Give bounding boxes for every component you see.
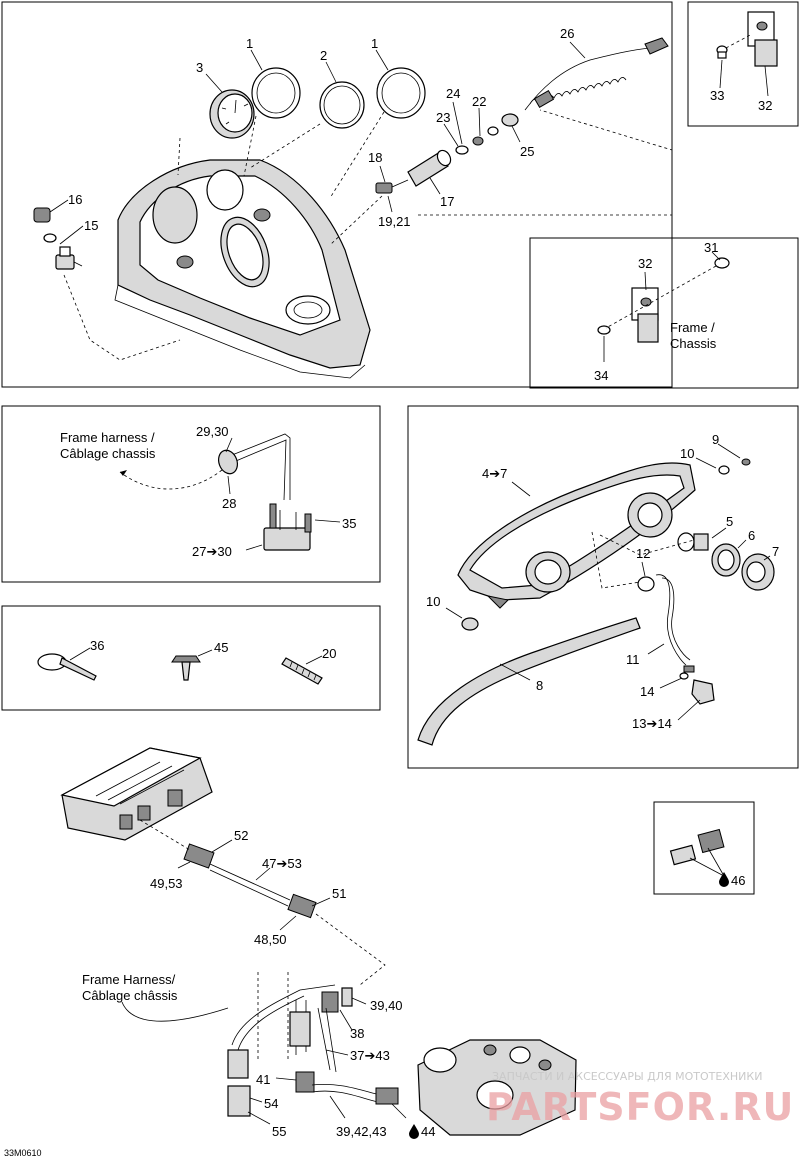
console-housing-part [114, 159, 371, 379]
callout-54: 54 [264, 1096, 278, 1111]
callout-49-53: 49,53 [150, 876, 183, 891]
drop-icon [719, 872, 729, 887]
leader-lines-lower [121, 997, 407, 1125]
panel-frame-harness [1, 405, 381, 583]
callout-10: 10 [680, 446, 694, 461]
leader-lines [49, 41, 673, 361]
callout-20: 20 [322, 646, 336, 661]
callout-48-50: 48,50 [254, 932, 287, 947]
callout-39-40: 39,40 [370, 998, 403, 1013]
frame-harness-label: Câblage chassis [60, 446, 156, 461]
callout-10: 10 [426, 594, 440, 609]
cable-tie-part [37, 647, 97, 681]
spring-pin-part [281, 655, 323, 685]
callout-5: 5 [726, 514, 733, 529]
callout-22: 22 [472, 94, 486, 109]
panel-headlamp [407, 405, 799, 769]
frame-chassis-label: Frame / [670, 320, 715, 335]
callout-47-53: 47➔53 [262, 856, 302, 871]
callout-15: 15 [84, 218, 98, 233]
panel-ground-detail-top [687, 1, 799, 127]
callout-23: 23 [436, 110, 450, 125]
leader-lines-headlamp [445, 443, 771, 721]
panel-fasteners [1, 605, 381, 711]
frame-harness-label: Frame Harness/ [82, 972, 176, 987]
callout-39-42-43: 39,42,43 [336, 1124, 387, 1139]
lens-part [319, 81, 365, 129]
callout-32: 32 [758, 98, 772, 113]
callout-29-30: 29,30 [196, 424, 229, 439]
connector-part [139, 819, 386, 986]
panel-connector-detail [653, 801, 755, 895]
callout-41: 41 [256, 1072, 270, 1087]
callout-55: 55 [272, 1124, 286, 1139]
callout-17: 17 [440, 194, 454, 209]
callout-52: 52 [234, 828, 248, 843]
callout-16: 16 [68, 192, 82, 207]
callout-45: 45 [214, 640, 228, 655]
connector-detail-part [669, 828, 725, 877]
bulb-part [677, 532, 775, 591]
callout-28: 28 [222, 496, 236, 511]
frame-chassis-label: Chassis [670, 336, 717, 351]
callout-2: 2 [320, 48, 327, 63]
washer-part [455, 113, 519, 155]
callout-26: 26 [560, 26, 574, 41]
callout-1: 1 [246, 36, 253, 51]
callout-8: 8 [536, 678, 543, 693]
headlamp-small-parts [417, 458, 751, 746]
callout-12: 12 [636, 546, 650, 561]
callout-14: 14 [640, 684, 654, 699]
knob-part [33, 207, 57, 243]
push-rivet-part [171, 649, 213, 681]
callout-9: 9 [712, 432, 719, 447]
frame-harness-label: Câblage châssis [82, 988, 178, 1003]
callout-4-7: 4➔7 [482, 466, 507, 481]
callout-13-14: 13➔14 [632, 716, 672, 731]
callout-51: 51 [332, 886, 346, 901]
callout-3: 3 [196, 60, 203, 75]
callout-35: 35 [342, 516, 356, 531]
tether-cord-part [524, 37, 669, 111]
callout-7: 7 [772, 544, 779, 559]
gauge-part [209, 89, 255, 139]
switch-part [55, 246, 83, 270]
callout-6: 6 [748, 528, 755, 543]
callout-19-21: 19,21 [378, 214, 411, 229]
ground-bracket-part [716, 11, 778, 97]
drop-icon [409, 1124, 419, 1139]
engine-part [417, 1039, 577, 1136]
harness-lower-part [227, 972, 399, 1117]
frame-harness-label: Frame harness / [60, 430, 155, 445]
bezel-ring-part [251, 67, 301, 119]
callout-46: 46 [731, 873, 745, 888]
callout-32: 32 [638, 256, 652, 271]
arrow-icon [120, 470, 127, 476]
callout-27-30: 27➔30 [192, 544, 232, 559]
callout-25: 25 [520, 144, 534, 159]
callout-44: 44 [421, 1124, 435, 1139]
callout-18: 18 [368, 150, 382, 165]
watermark-text: ЗАПЧАСТИ И АКСЕССУАРЫ ДЛЯ МОТОТЕХНИКИ [492, 1070, 762, 1083]
callout-34: 34 [594, 368, 608, 383]
ignition-switch-part [375, 149, 452, 194]
bezel-ring-part [376, 67, 426, 119]
callout-31: 31 [704, 240, 718, 255]
callout-37-43: 37➔43 [350, 1048, 390, 1063]
panel-ground-detail [529, 237, 799, 389]
ground-bracket-part [597, 251, 730, 362]
callout-33: 33 [710, 88, 724, 103]
callout-36: 36 [90, 638, 104, 653]
panel-gauge-cluster [1, 1, 673, 388]
callout-1: 1 [371, 36, 378, 51]
callout-24: 24 [446, 86, 460, 101]
ecu-module-part [60, 747, 213, 841]
callout-11: 11 [626, 652, 640, 667]
headlamp-housing-part [457, 462, 696, 609]
figure-code: 33M0610 [4, 1148, 42, 1158]
harness-cable-part [119, 433, 341, 551]
callout-38: 38 [350, 1026, 364, 1041]
watermark-logo: PARTSFOR.RU [486, 1085, 794, 1129]
